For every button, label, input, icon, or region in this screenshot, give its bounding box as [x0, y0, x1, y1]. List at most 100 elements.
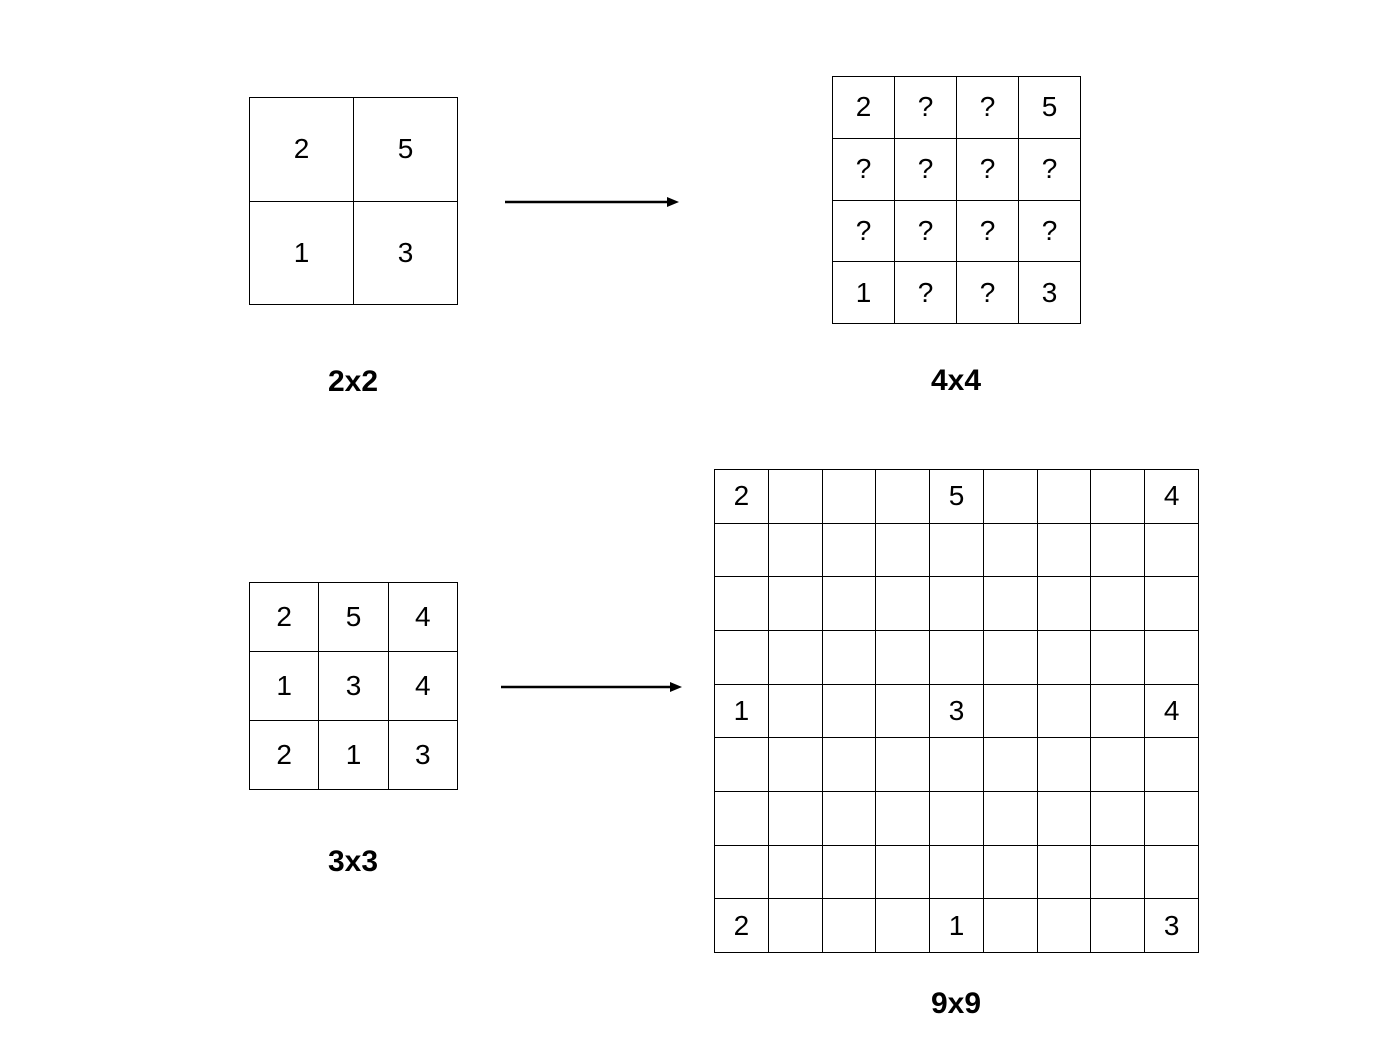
grid-cell	[1091, 523, 1146, 578]
grid-cell: 3	[354, 201, 458, 305]
grid-cell	[930, 631, 984, 685]
grid-cell: 1	[930, 899, 984, 953]
grid-cell: 4	[1145, 470, 1199, 524]
grid-cell	[876, 845, 931, 900]
grid-cell	[1037, 792, 1092, 846]
grid-cell	[1091, 631, 1146, 685]
grid-cell: ?	[895, 200, 957, 263]
grid-cell: ?	[957, 200, 1019, 263]
grid-cell	[715, 792, 769, 846]
grid-cell: 4	[388, 652, 458, 721]
grid-cell	[715, 845, 769, 900]
grid-cell	[768, 470, 823, 524]
grid-cell: ?	[1019, 138, 1081, 201]
grid-cell	[822, 523, 877, 578]
grid-cell	[715, 631, 769, 685]
grid-cell: 2	[250, 98, 354, 202]
grid-cell	[983, 577, 1038, 631]
grid-cell: 5	[1019, 77, 1081, 139]
grid-cell	[930, 577, 984, 631]
grid-cell: ?	[957, 262, 1019, 324]
grid-cell	[715, 523, 769, 578]
grid-cell	[876, 577, 931, 631]
grid-cell	[822, 577, 877, 631]
grid-cell: 5	[354, 98, 458, 202]
grid-cell: ?	[957, 138, 1019, 201]
grid-cell	[1091, 577, 1146, 631]
grid-cell: ?	[957, 77, 1019, 139]
grid-cell	[983, 631, 1038, 685]
grid-cell	[1037, 523, 1092, 578]
grid-cell: 2	[250, 721, 320, 790]
caption-3x3: 3x3	[327, 845, 379, 878]
grid-cell	[1145, 577, 1199, 631]
grid-cell: 4	[388, 583, 458, 652]
grid-cell: 1	[319, 721, 389, 790]
grid-cell	[1037, 899, 1092, 953]
grid-cell	[930, 738, 984, 792]
grid-cell	[822, 845, 877, 900]
grid-cell	[768, 899, 823, 953]
grid-cell	[983, 738, 1038, 792]
grid-cell	[930, 845, 984, 900]
grid-cell	[983, 684, 1038, 739]
grid-cell	[983, 470, 1038, 524]
grid-cell	[1037, 845, 1092, 900]
grid-cell: 2	[833, 77, 895, 139]
grid-cell: 2	[715, 899, 769, 953]
grid-cell	[983, 792, 1038, 846]
grid-cell	[1145, 738, 1199, 792]
grid-cell	[1091, 792, 1146, 846]
grid-cell	[983, 899, 1038, 953]
grid-cell	[768, 631, 823, 685]
grid-cell: 5	[319, 583, 389, 652]
grid-cell	[1091, 899, 1146, 953]
grid-cell	[1145, 792, 1199, 846]
grid-cell	[822, 631, 877, 685]
grid-cell: ?	[895, 77, 957, 139]
grid-cell: 5	[930, 470, 984, 524]
arrow-right-icon	[501, 679, 683, 695]
caption-2x2: 2x2	[327, 365, 379, 398]
grid-cell	[822, 470, 877, 524]
caption-9x9: 9x9	[930, 987, 982, 1020]
grid-cell: ?	[895, 262, 957, 324]
grid-cell: 2	[250, 583, 320, 652]
grid-cell	[930, 523, 984, 578]
grid-cell	[768, 792, 823, 846]
grid-cell	[1091, 738, 1146, 792]
grid-4x4: 2??5????????1??3	[832, 76, 1081, 324]
caption-4x4: 4x4	[930, 364, 982, 397]
grid-cell: 4	[1145, 684, 1199, 739]
grid-cell	[1091, 470, 1146, 524]
grid-cell	[983, 845, 1038, 900]
grid-cell: 3	[319, 652, 389, 721]
grid-cell	[768, 523, 823, 578]
grid-cell	[876, 470, 931, 524]
grid-cell: ?	[1019, 200, 1081, 263]
grid-cell: 1	[250, 652, 320, 721]
grid-cell: ?	[895, 138, 957, 201]
grid-cell	[715, 577, 769, 631]
grid-cell	[768, 845, 823, 900]
grid-cell	[822, 684, 877, 739]
grid-cell	[768, 684, 823, 739]
grid-cell	[1037, 470, 1092, 524]
grid-cell	[715, 738, 769, 792]
arrow-right-icon	[505, 194, 680, 210]
grid-cell	[1091, 845, 1146, 900]
grid-cell	[876, 523, 931, 578]
grid-cell: 2	[715, 470, 769, 524]
grid-cell	[876, 684, 931, 739]
grid-cell	[983, 523, 1038, 578]
grid-cell	[1145, 845, 1199, 900]
grid-cell	[876, 738, 931, 792]
grid-cell	[822, 738, 877, 792]
grid-cell: 3	[388, 721, 458, 790]
grid-cell	[876, 631, 931, 685]
grid-cell	[768, 577, 823, 631]
grid-cell: ?	[833, 200, 895, 263]
